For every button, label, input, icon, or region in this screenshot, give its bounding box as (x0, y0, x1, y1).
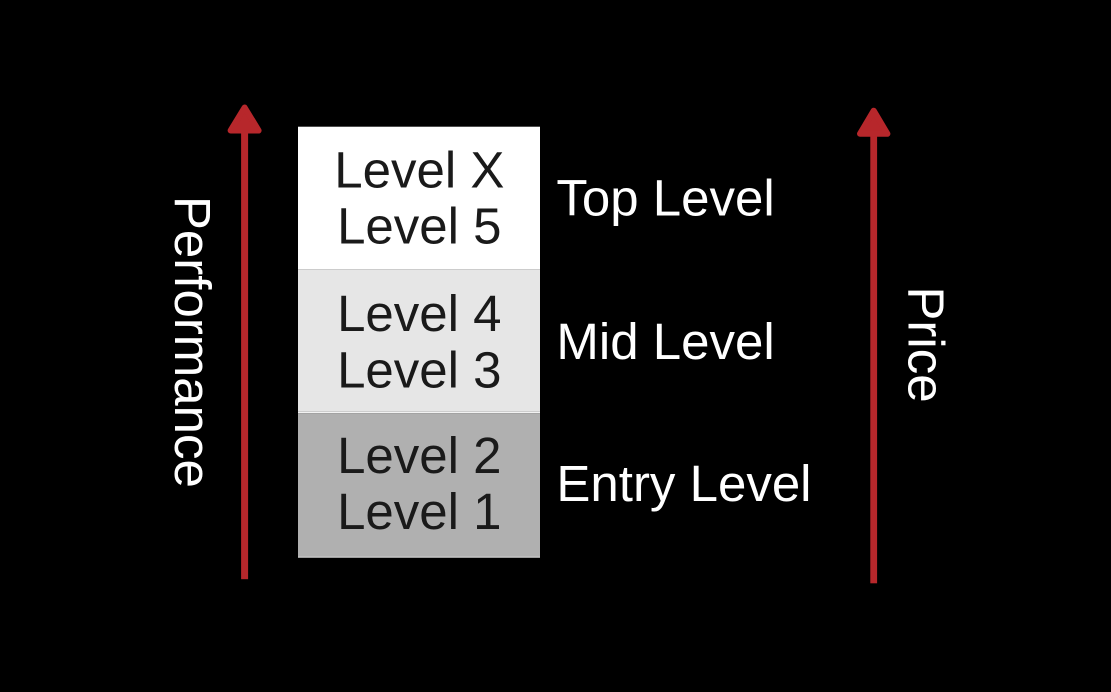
svg-text:Level 5: Level 5 (337, 198, 501, 255)
svg-text:Level 4: Level 4 (337, 285, 501, 342)
svg-text:Entry Level: Entry Level (556, 455, 811, 512)
svg-text:Level X: Level X (334, 141, 504, 198)
svg-text:Top Level: Top Level (556, 170, 774, 227)
svg-text:Performance: Performance (164, 196, 221, 488)
svg-text:Level 1: Level 1 (337, 483, 501, 540)
svg-text:Mid Level: Mid Level (556, 313, 774, 370)
svg-text:Level 2: Level 2 (337, 427, 501, 484)
svg-text:Price: Price (897, 286, 954, 402)
svg-text:Level 3: Level 3 (337, 342, 501, 399)
